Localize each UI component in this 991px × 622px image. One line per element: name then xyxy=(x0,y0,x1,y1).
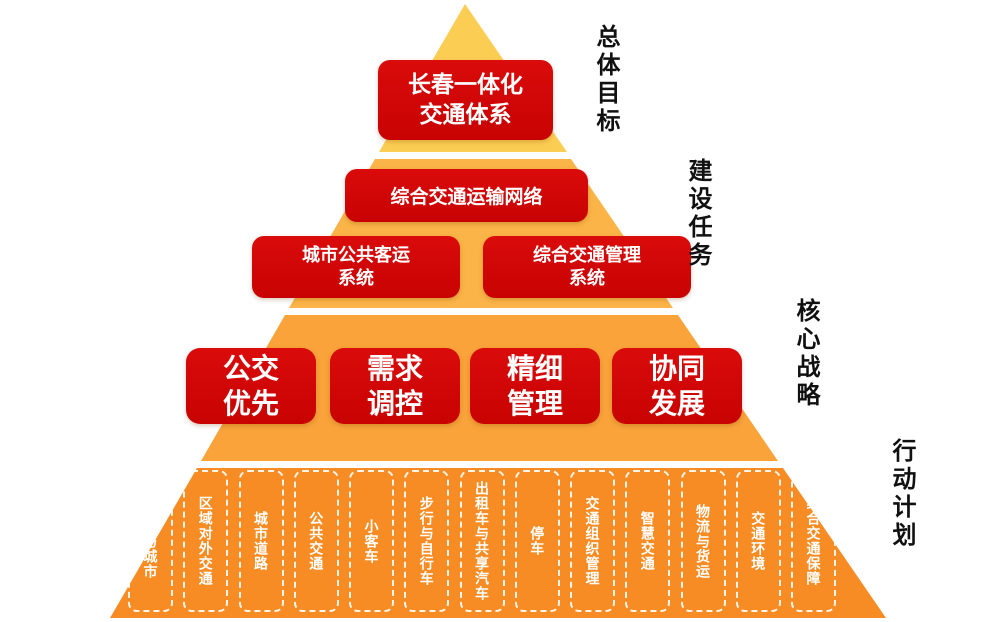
goal-box: 长春一体化 交通体系 xyxy=(378,60,553,140)
strategy-demand-control-box: 需求 调控 xyxy=(330,348,460,424)
task-network-box: 综合交通运输网络 xyxy=(345,169,588,222)
pyramid-tier4-band xyxy=(110,468,886,618)
action-item: 交通环境 xyxy=(735,470,781,612)
action-item: 公共交通 xyxy=(293,470,339,612)
side-label-action-plans: 行动计划 xyxy=(888,438,915,550)
action-items-row: 交通与城市 区域对外交通 城市道路 公共交通 小客车 步行与自行车 出租车与共享… xyxy=(128,470,836,612)
action-item: 交通组织管理 xyxy=(570,470,615,612)
strategy-fine-management-box: 精细 管理 xyxy=(470,348,600,424)
action-item: 出租车与共享汽车 xyxy=(459,470,505,612)
action-item: 步行与自行车 xyxy=(404,470,450,612)
task-public-transit-box: 城市公共客运 系统 xyxy=(252,236,460,298)
action-item: 停车 xyxy=(514,470,560,612)
side-label-construction-tasks: 建设任务 xyxy=(684,158,711,270)
strategy-bus-priority-box: 公交 优先 xyxy=(186,348,316,424)
side-label-overall-goal: 总体目标 xyxy=(592,24,619,136)
action-item: 小客车 xyxy=(349,470,394,612)
action-item: 综合交通保障 xyxy=(791,470,836,612)
task-management-box: 综合交通管理 系统 xyxy=(483,236,691,298)
action-item: 智慧交通 xyxy=(625,470,671,612)
action-item: 区域对外交通 xyxy=(183,470,229,612)
strategy-coordinated-development-box: 协同 发展 xyxy=(612,348,742,424)
action-item: 物流与货运 xyxy=(680,470,726,612)
action-item: 交通与城市 xyxy=(128,470,173,612)
action-item: 城市道路 xyxy=(238,470,284,612)
side-label-core-strategies: 核心战略 xyxy=(792,298,819,410)
